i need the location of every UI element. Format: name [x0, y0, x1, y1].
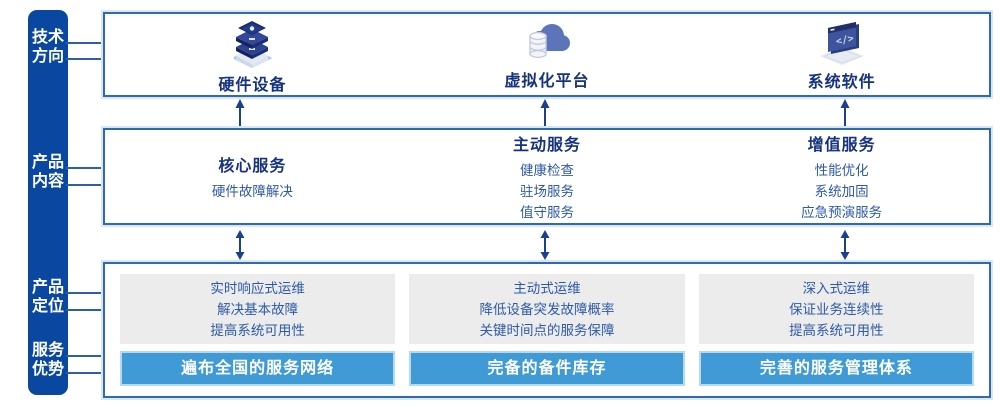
- category-label-line: 方向: [31, 48, 64, 65]
- tech-item-system-software: </> 系统软件: [694, 14, 989, 95]
- category-product-content: 产品 内容: [28, 153, 68, 191]
- positioning-column-deep: 深入式运维 保证业务连续性 提高系统可用性 完善的服务管理体系: [698, 274, 974, 386]
- advantage-banner: 遍布全国的服务网络: [120, 351, 396, 386]
- service-item: 应急预演服务: [801, 204, 883, 220]
- positioning-line: 主动式运维: [513, 280, 581, 296]
- cloud-database-icon: [522, 19, 572, 65]
- positioning-advantage-box: 实时响应式运维 解决基本故障 提高系统可用性 遍布全国的服务网络 主动式运维 降…: [103, 262, 991, 398]
- category-label-line: 技术: [31, 29, 64, 46]
- connector-line: [66, 184, 104, 186]
- code-glyph: </>: [835, 33, 855, 48]
- service-column-title: 主动服务: [513, 136, 582, 154]
- tech-item-hardware: 硬件设备: [105, 14, 400, 95]
- double-arrow: [540, 230, 550, 260]
- positioning-line: 深入式运维: [802, 280, 871, 296]
- connector-line: [66, 372, 104, 374]
- category-label-line: 产品: [31, 279, 64, 296]
- service-item: 驻场服务: [520, 183, 574, 199]
- positioning-column-proactive: 主动式运维 降低设备突发故障概率 关键时间点的服务保障 完备的备件库存: [409, 274, 685, 386]
- positioning-line: 提高系统可用性: [210, 322, 305, 338]
- double-arrow: [235, 230, 245, 260]
- category-label-line: 定位: [31, 298, 64, 315]
- tech-item-label: 系统软件: [807, 74, 876, 91]
- tech-item-label: 虚拟化平台: [504, 73, 590, 90]
- service-column-core: 核心服务 硬件故障解决: [105, 152, 400, 202]
- service-item: 系统加固: [814, 183, 869, 199]
- positioning-line: 降低设备突发故障概率: [479, 301, 615, 317]
- positioning-panel: 实时响应式运维 解决基本故障 提高系统可用性: [120, 274, 396, 344]
- positioning-panel: 深入式运维 保证业务连续性 提高系统可用性: [698, 274, 974, 344]
- connector-line: [66, 309, 104, 311]
- tech-direction-box: 硬件设备 虚拟化平台: [103, 12, 991, 97]
- service-column-title: 增值服务: [807, 136, 876, 154]
- double-arrow: [840, 230, 850, 260]
- product-content-box: 核心服务 硬件故障解决 主动服务 健康检查 驻场服务 值守服务 增值服务 性能优…: [103, 128, 991, 225]
- service-item: 健康检查: [520, 162, 574, 178]
- category-product-positioning: 产品 定位: [28, 278, 68, 316]
- positioning-column-realtime: 实时响应式运维 解决基本故障 提高系统可用性 遍布全国的服务网络: [120, 274, 396, 386]
- positioning-line: 保证业务连续性: [789, 301, 884, 317]
- positioning-line: 实时响应式运维: [210, 280, 305, 296]
- connector-line: [66, 42, 104, 44]
- connector-line: [66, 167, 104, 169]
- advantage-banner: 完善的服务管理体系: [698, 351, 974, 386]
- category-label-line: 服务: [31, 342, 64, 359]
- positioning-line: 提高系统可用性: [789, 322, 884, 338]
- positioning-line: 关键时间点的服务保障: [479, 322, 615, 338]
- service-item: 性能优化: [814, 162, 869, 178]
- tech-item-virtualization: 虚拟化平台: [400, 14, 695, 95]
- category-service-advantage: 服务 优势: [28, 341, 68, 379]
- service-column-proactive: 主动服务 健康检查 驻场服务 值守服务: [400, 131, 695, 223]
- connector-line: [66, 58, 104, 60]
- category-label-line: 优势: [31, 361, 64, 378]
- category-label-line: 内容: [31, 173, 64, 190]
- category-tech-direction: 技术 方向: [28, 28, 68, 66]
- positioning-line: 解决基本故障: [217, 301, 299, 317]
- advantage-banner: 完备的备件库存: [409, 351, 685, 386]
- up-arrow: [840, 99, 850, 127]
- up-arrow: [235, 99, 245, 127]
- service-column-value-added: 增值服务 性能优化 系统加固 应急预演服务: [694, 131, 989, 223]
- left-category-bar: 技术 方向 产品 内容 产品 定位 服务 优势: [28, 10, 68, 395]
- code-window-icon: </>: [817, 19, 867, 66]
- category-label-line: 产品: [31, 154, 64, 171]
- connector-line: [66, 292, 104, 294]
- server-stack-icon: [228, 19, 276, 69]
- positioning-panel: 主动式运维 降低设备突发故障概率 关键时间点的服务保障: [409, 274, 685, 344]
- connector-line: [66, 355, 104, 357]
- service-column-title: 核心服务: [218, 157, 287, 175]
- service-item: 硬件故障解决: [211, 183, 293, 199]
- tech-item-label: 硬件设备: [218, 77, 287, 94]
- service-item: 值守服务: [520, 204, 574, 220]
- up-arrow: [540, 99, 550, 127]
